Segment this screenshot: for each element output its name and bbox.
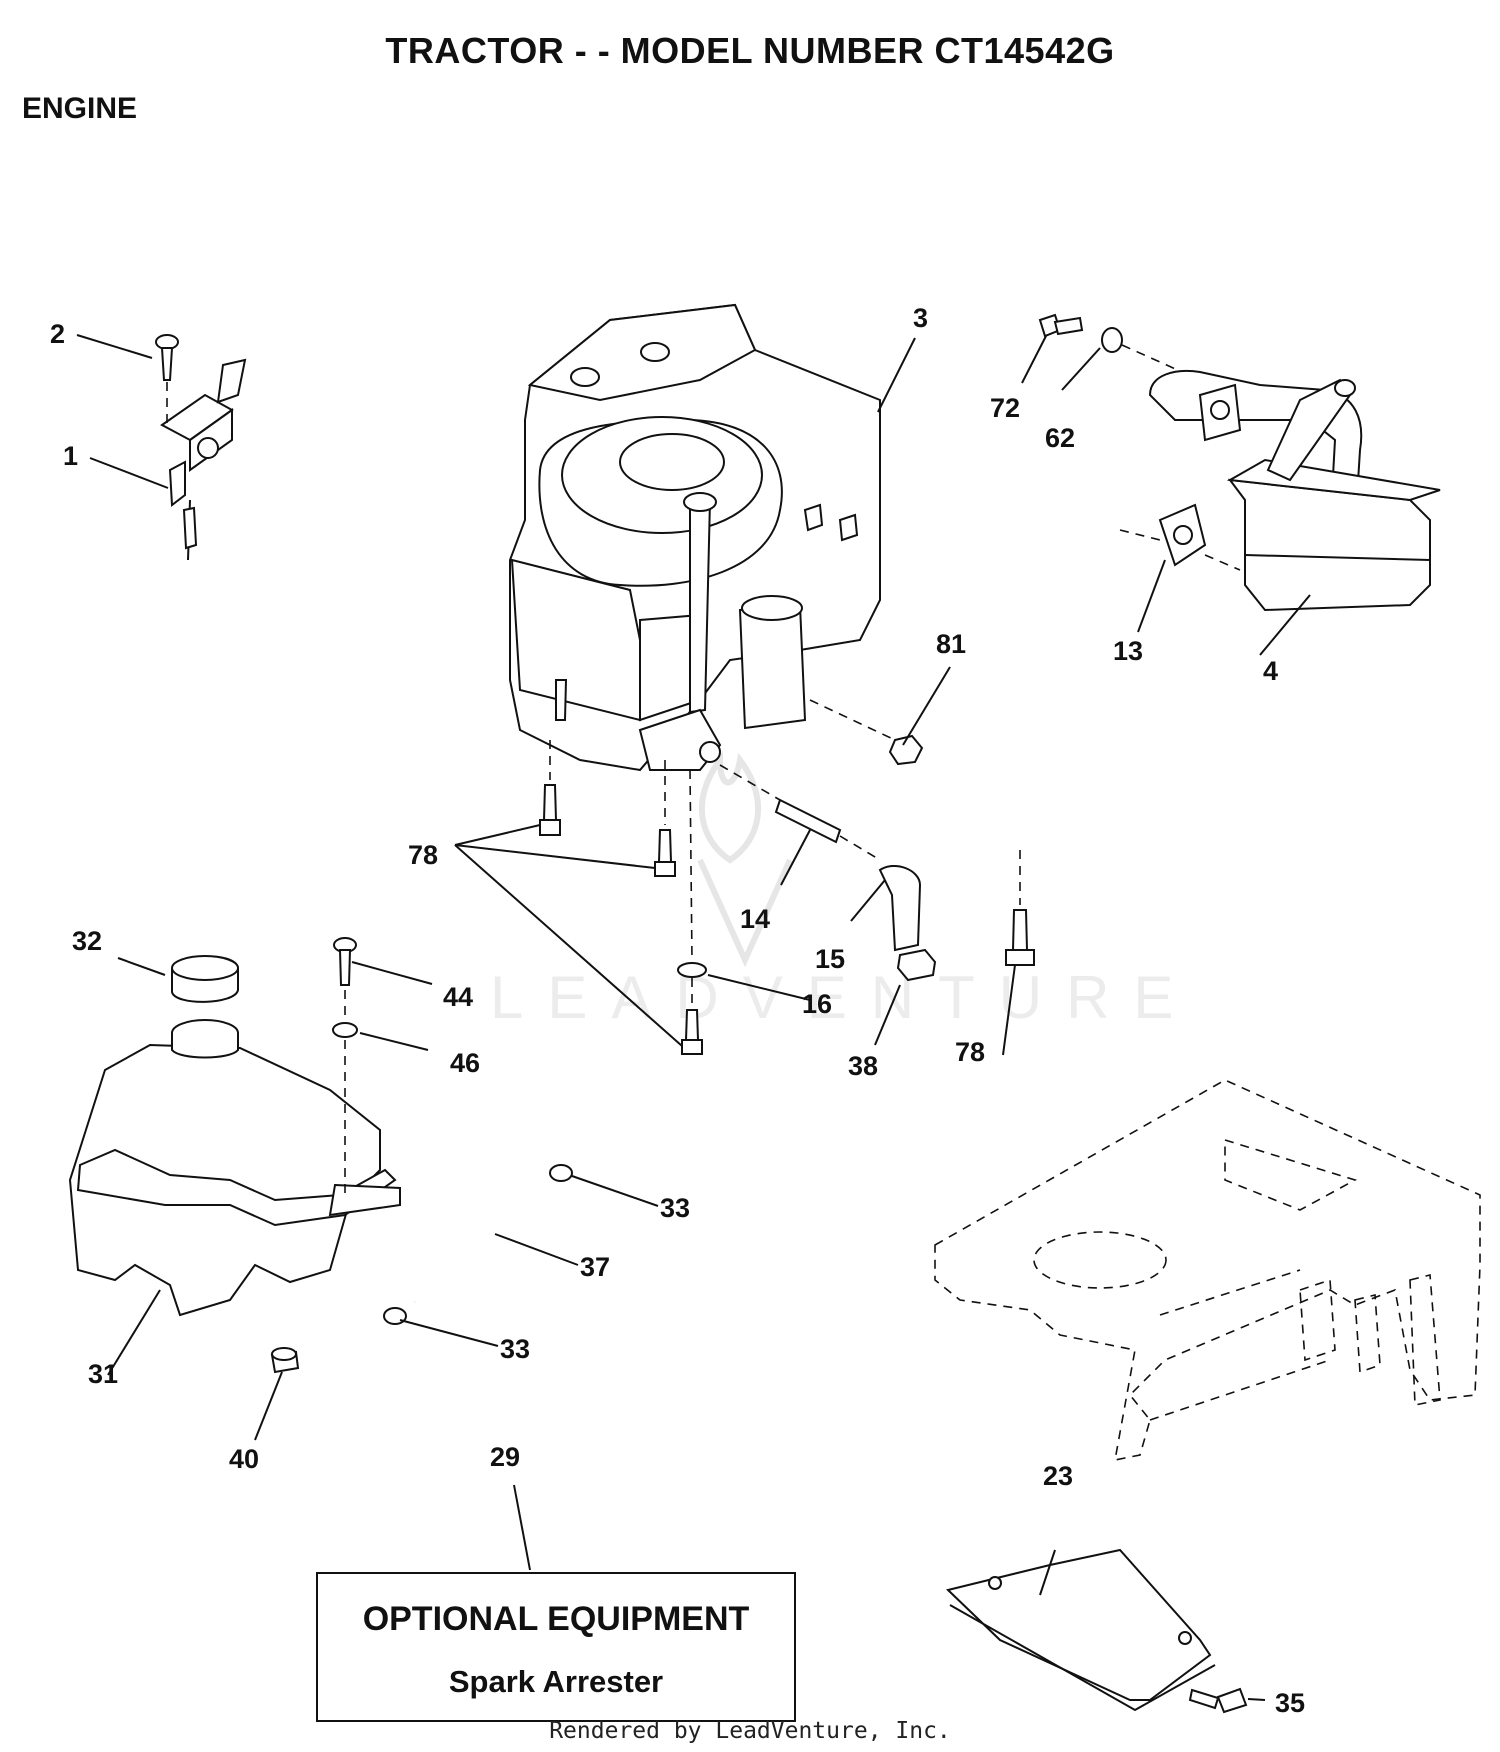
callout-1: 1 — [63, 441, 78, 471]
callout-46: 46 — [450, 1048, 480, 1078]
callout-3: 3 — [913, 303, 928, 333]
page-title: TRACTOR - - MODEL NUMBER CT14542G — [385, 30, 1115, 71]
leader-lines — [76, 334, 1311, 1701]
optional-equipment-box: OPTIONAL EQUIPMENT Spark Arrester — [316, 1572, 796, 1722]
fuel-line-part — [413, 1169, 552, 1304]
callout-31: 31 — [88, 1359, 118, 1389]
callout-78-left: 78 — [408, 840, 438, 870]
watermark-logo — [697, 750, 793, 968]
nut-part-38 — [896, 948, 937, 982]
optional-equipment-item: Spark Arrester — [448, 1664, 664, 1699]
callout-35: 35 — [1275, 1688, 1305, 1718]
bolt-part-78-d — [1005, 850, 1035, 966]
engine-part — [509, 303, 881, 772]
callout-16: 16 — [802, 989, 832, 1019]
callout-40: 40 — [229, 1444, 259, 1474]
callout-78-right: 78 — [955, 1037, 985, 1067]
spark-arrester-part — [945, 1548, 1216, 1712]
render-credit: Rendered by LeadVenture, Inc. — [549, 1718, 951, 1744]
callout-81: 81 — [936, 629, 966, 659]
callout-15: 15 — [815, 944, 845, 974]
callout-14: 14 — [740, 904, 770, 934]
callout-62: 62 — [1045, 423, 1075, 453]
callout-37: 37 — [580, 1252, 610, 1282]
nut-part-81 — [809, 699, 924, 766]
section-title: ENGINE — [22, 92, 138, 125]
washer-part-46 — [332, 1022, 358, 1200]
muffler-part — [1148, 369, 1441, 612]
callout-2: 2 — [50, 319, 65, 349]
callout-4: 4 — [1263, 656, 1278, 686]
gasket-part-13 — [1119, 503, 1241, 571]
drain-cap-part — [878, 865, 922, 952]
callout-13: 13 — [1113, 636, 1143, 666]
screw-part-2 — [155, 334, 179, 430]
washer-part-16 — [677, 769, 707, 1010]
grommet-part-40 — [270, 1347, 300, 1374]
bolt-part-72 — [1038, 313, 1084, 338]
bolt-part-78-a — [539, 740, 561, 836]
throttle-control-part — [160, 358, 247, 561]
drain-extension-part — [719, 764, 881, 861]
fuel-cap-part — [171, 955, 239, 1003]
callout-72: 72 — [990, 393, 1020, 423]
optional-equipment-heading: OPTIONAL EQUIPMENT — [362, 1600, 750, 1638]
callout-44: 44 — [443, 982, 473, 1012]
fuel-tank-part — [68, 1019, 401, 1317]
callout-33-lower: 33 — [500, 1334, 530, 1364]
screw-part-44 — [333, 937, 357, 1020]
callout-33-upper: 33 — [660, 1193, 690, 1223]
hose-clamp-part-33-a — [549, 1164, 573, 1182]
screw-part-35 — [1188, 1687, 1248, 1714]
callout-23: 23 — [1043, 1461, 1073, 1491]
washer-part-62 — [1101, 327, 1123, 353]
callout-32: 32 — [72, 926, 102, 956]
frame-reference — [934, 1079, 1481, 1462]
watermark-text: LEADVENTURE — [490, 964, 1197, 1031]
bolt-part-78-c — [681, 1009, 703, 1055]
callout-38: 38 — [848, 1051, 878, 1081]
bolt-part-78-b — [654, 760, 676, 877]
callout-29: 29 — [490, 1442, 520, 1472]
